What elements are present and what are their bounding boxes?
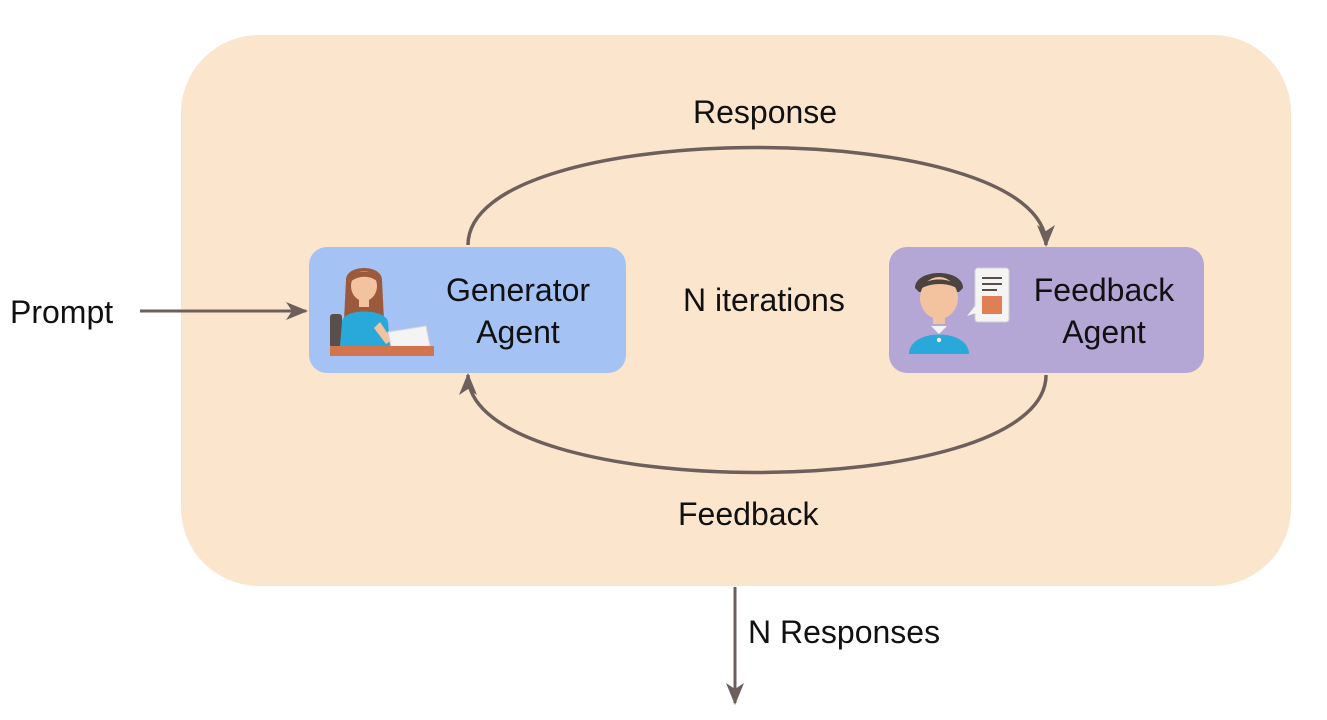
feedback-arrow bbox=[459, 373, 1048, 475]
response-label: Response bbox=[693, 94, 838, 130]
output-label: N Responses bbox=[748, 614, 941, 650]
feedback-agent-line2: Agent bbox=[1062, 314, 1146, 350]
response-arrow bbox=[466, 145, 1055, 247]
feedback-label: Feedback bbox=[678, 496, 819, 532]
feedback-agent-line1: Feedback bbox=[1033, 272, 1175, 308]
prompt-label: Prompt bbox=[10, 294, 114, 330]
generator-agent-line1: Generator bbox=[445, 272, 591, 308]
generator-agent-label: Generator Agent bbox=[418, 269, 618, 353]
feedback-agent-label: Feedback Agent bbox=[1004, 269, 1204, 353]
generator-agent-line2: Agent bbox=[476, 314, 560, 350]
person-writing-icon bbox=[330, 268, 434, 356]
person-with-document-icon bbox=[909, 267, 1010, 354]
iterations-label: N iterations bbox=[683, 282, 845, 318]
